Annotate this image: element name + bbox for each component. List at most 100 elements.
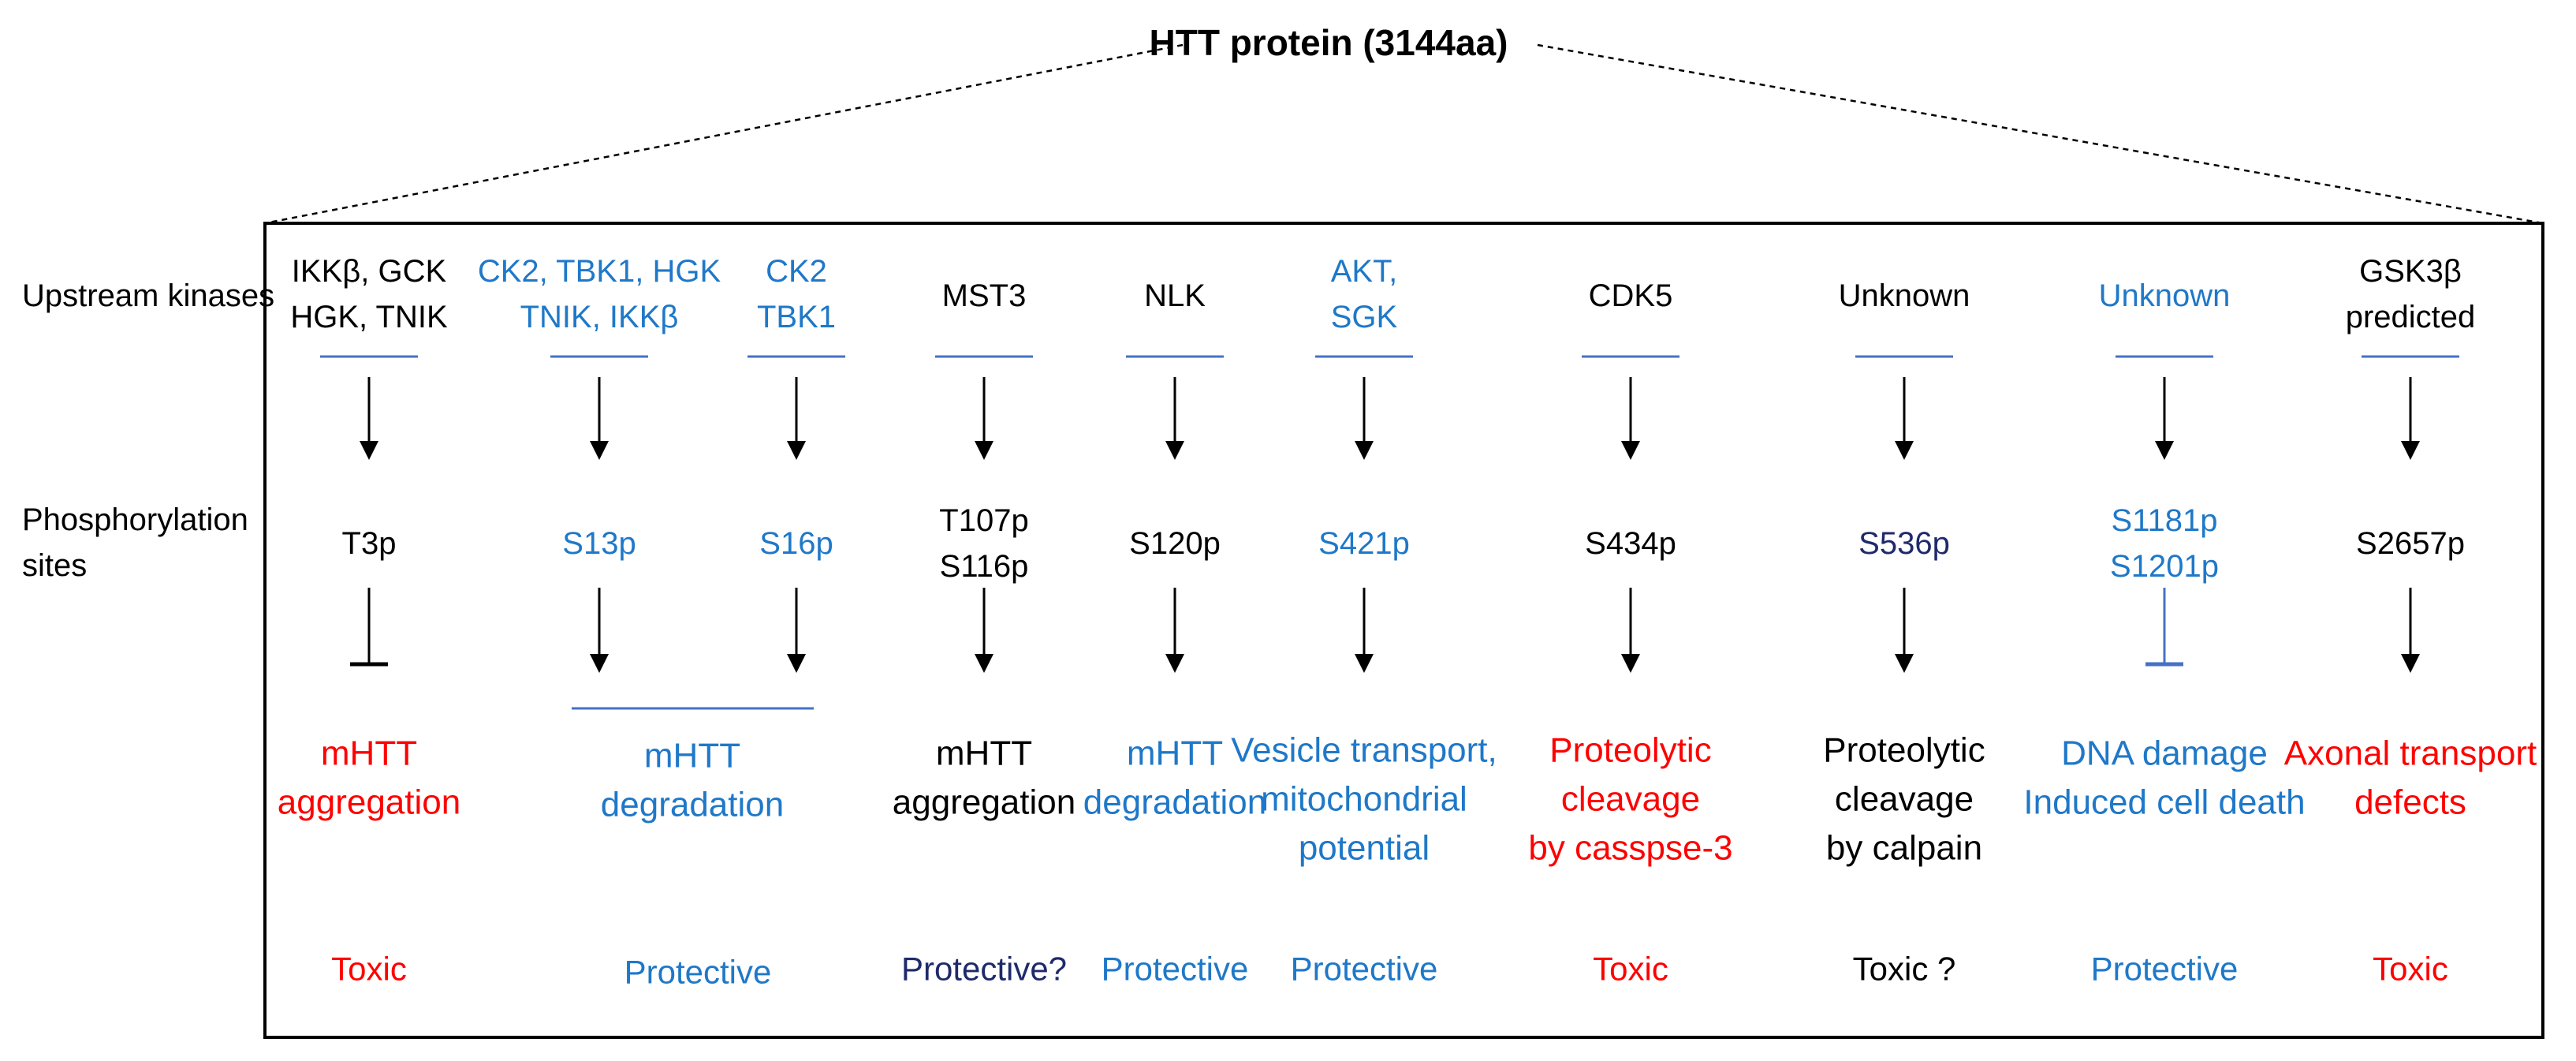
kinase-label-s2657p-line: predicted: [2346, 300, 2476, 334]
outcome-label-s434p-line: Toxic: [1593, 951, 1668, 988]
effect-label-s13p-s16p-line: mHTT: [644, 736, 740, 775]
site-label-s16p-line: S16p: [759, 526, 833, 561]
row-label-line: Phosphorylation: [22, 502, 248, 537]
effect-label-t3p-line: mHTT: [321, 734, 417, 772]
kinase-label-s1181p-s1201p-line: Unknown: [2099, 278, 2231, 313]
effect-label-s536p-line: by calpain: [1826, 828, 1982, 867]
kinase-label-s2657p-line: GSK3β: [2359, 254, 2462, 289]
outcome-label-t3p-line: Toxic: [331, 951, 407, 988]
effect-label-s536p: Proteolytic cleavage by calpain: [1823, 730, 1985, 867]
outcome-label-s421p: Protective: [1291, 951, 1438, 988]
effect-label-s421p-line: mitochondrial: [1261, 779, 1467, 818]
kinase-label-s536p: Unknown: [1839, 278, 1970, 313]
outcome-label-s1181p-s1201p-line: Protective: [2091, 951, 2239, 988]
site-label-s2657p: S2657p: [2356, 526, 2465, 561]
kinase-label-t107p-s116p: MST3: [942, 278, 1027, 313]
row-label-upstream-kinases: Upstream kinases: [22, 278, 274, 313]
outcome-label-t3p: Toxic: [331, 951, 407, 988]
effect-label-s1181p-s1201p-line: Induced cell death: [2023, 783, 2305, 821]
kinase-label-s120p-line: NLK: [1144, 278, 1206, 313]
zoom-line-right: [1537, 43, 2544, 225]
effect-label-t107p-s116p-line: aggregation: [893, 783, 1076, 821]
effect-label-s1181p-s1201p-line: DNA damage: [2061, 734, 2268, 772]
site-label-s1181p-s1201p-line: S1181p: [2112, 503, 2218, 538]
site-label-t3p-line: T3p: [342, 526, 397, 561]
effect-label-s536p-line: Proteolytic: [1823, 730, 1985, 769]
site-label-s434p: S434p: [1585, 526, 1676, 561]
effect-label-s2657p: Axonal transport defects: [2284, 734, 2537, 821]
outcome-label-s536p: Toxic ?: [1853, 951, 1956, 988]
outcome-label-s2657p: Toxic: [2373, 951, 2448, 988]
effect-label-s434p-line: by casspse-3: [1528, 828, 1732, 867]
outcome-label-s434p: Toxic: [1593, 951, 1668, 988]
site-label-s421p-line: S421p: [1318, 526, 1410, 561]
outcome-label-s13p-s16p: Protective: [624, 954, 772, 991]
row-label-phosphorylation-sites: Phosphorylation sites: [22, 502, 257, 583]
kinase-label-s16p-line: TBK1: [757, 300, 836, 334]
site-label-s1181p-s1201p-line: S1201p: [2110, 549, 2219, 584]
kinase-label-s536p-line: Unknown: [1839, 278, 1970, 313]
effect-label-s2657p-line: Axonal transport: [2284, 734, 2537, 772]
effect-label-s120p: mHTT degradation: [1083, 734, 1266, 821]
outcome-label-t107p-s116p: Protective?: [901, 951, 1067, 988]
kinase-label-s120p: NLK: [1144, 278, 1206, 313]
kinase-label-s1181p-s1201p: Unknown: [2099, 278, 2231, 313]
outcome-label-s421p-line: Protective: [1291, 951, 1438, 988]
site-label-s536p: S536p: [1858, 526, 1950, 561]
effect-label-t107p-s116p: mHTT aggregation: [893, 734, 1076, 821]
site-label-t107p-s116p-line: S116p: [940, 549, 1029, 584]
kinase-label-s13p-line: TNIK, IKKβ: [520, 300, 679, 334]
kinase-label-s421p-line: AKT,: [1331, 254, 1397, 289]
effect-label-s13p-s16p-line: degradation: [601, 785, 784, 824]
site-label-s120p-line: S120p: [1129, 526, 1221, 561]
diagram-title: HTT protein (3144aa): [1150, 22, 1508, 63]
site-label-s536p-line: S536p: [1858, 526, 1950, 561]
effect-label-t107p-s116p-line: mHTT: [936, 734, 1032, 772]
effect-label-s120p-line: degradation: [1083, 783, 1266, 821]
kinase-label-t3p-line: IKKβ, GCK: [292, 254, 447, 289]
site-label-s421p: S421p: [1318, 526, 1410, 561]
row-label-line: sites: [22, 548, 87, 583]
kinase-label-s434p: CDK5: [1589, 278, 1673, 313]
outcome-label-s2657p-line: Toxic: [2373, 951, 2448, 988]
effect-label-s536p-line: cleavage: [1835, 779, 1974, 818]
site-label-t107p-s116p-line: T107p: [939, 503, 1028, 538]
site-label-s434p-line: S434p: [1585, 526, 1676, 561]
zoom-line-left: [264, 43, 1184, 225]
effect-label-s434p-line: Proteolytic: [1549, 730, 1711, 769]
outcome-label-s13p-s16p-line: Protective: [624, 954, 772, 991]
kinase-label-t3p: IKKβ, GCK HGK, TNIK: [290, 254, 448, 334]
effect-label-t3p: mHTT aggregation: [278, 734, 460, 821]
diagram-frame: [263, 222, 2544, 1039]
effect-label-s13p-s16p: mHTT degradation: [601, 736, 784, 824]
outcome-label-s120p: Protective: [1102, 951, 1249, 988]
outcome-label-s1181p-s1201p: Protective: [2091, 951, 2239, 988]
effect-label-s434p-line: cleavage: [1561, 779, 1700, 818]
kinase-label-s421p: AKT,SGK: [1331, 254, 1398, 334]
outcome-label-t107p-s116p-line: Protective?: [901, 951, 1067, 988]
kinase-label-t3p-line: HGK, TNIK: [290, 300, 448, 334]
kinase-label-s13p: CK2, TBK1, HGK TNIK, IKKβ: [478, 254, 721, 334]
outcome-label-s536p-line: Toxic ?: [1853, 951, 1956, 988]
effect-label-s434p: Proteolytic cleavage by casspse-3: [1528, 730, 1732, 867]
site-label-t3p: T3p: [342, 526, 397, 561]
kinase-label-s434p-line: CDK5: [1589, 278, 1673, 313]
kinase-label-s2657p: GSK3β predicted: [2346, 254, 2476, 334]
effect-label-s2657p-line: defects: [2354, 783, 2466, 821]
site-label-s13p-line: S13p: [562, 526, 636, 561]
effect-label-s120p-line: mHTT: [1127, 734, 1223, 772]
kinase-label-s13p-line: CK2, TBK1, HGK: [478, 254, 721, 289]
columns-group: IKKβ, GCK HGK, TNIK T3p mHTT aggregationToxi…: [278, 254, 2537, 991]
kinase-label-t107p-s116p-line: MST3: [942, 278, 1027, 313]
site-label-s16p: S16p: [759, 526, 833, 561]
effect-label-s421p-line: potential: [1299, 828, 1430, 867]
site-label-s2657p-line: S2657p: [2356, 526, 2465, 561]
effect-label-t3p-line: aggregation: [278, 783, 460, 821]
site-label-s13p: S13p: [562, 526, 636, 561]
